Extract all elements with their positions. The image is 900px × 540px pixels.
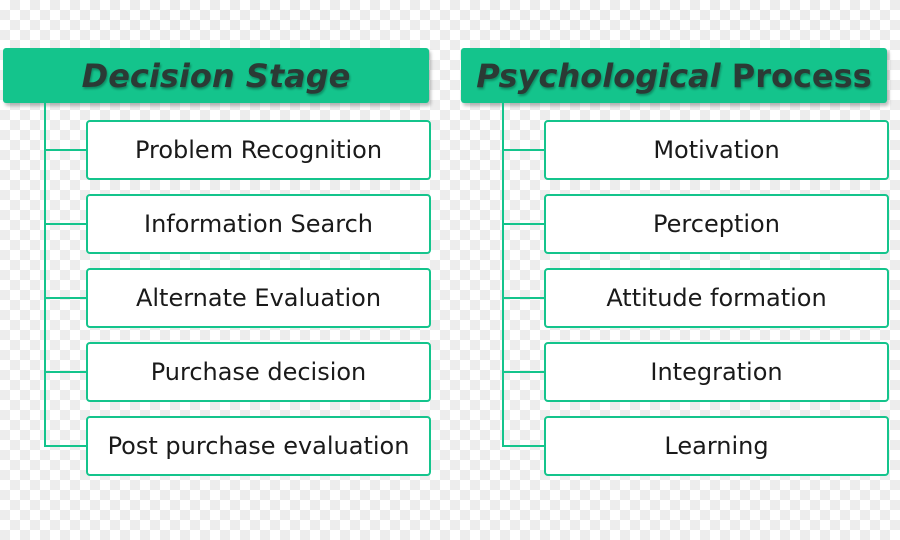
- stage-box-problem-recognition: Problem Recognition: [86, 120, 431, 180]
- connector-branch: [44, 223, 86, 225]
- process-box-perception: Perception: [544, 194, 889, 254]
- process-box-learning: Learning: [544, 416, 889, 476]
- stage-box-alternate-evaluation: Alternate Evaluation: [86, 268, 431, 328]
- header-word-2: Stage: [245, 56, 351, 95]
- connector-branch: [44, 297, 86, 299]
- process-box-motivation: Motivation: [544, 120, 889, 180]
- connector-branch: [502, 371, 544, 373]
- connector-branch: [44, 149, 86, 151]
- decision-stage-column: Decision Stage Problem Recognition Infor…: [0, 0, 440, 540]
- decision-stage-header: Decision Stage: [3, 48, 429, 103]
- connector-branch: [44, 371, 86, 373]
- connector-branch: [502, 445, 544, 447]
- header-word-2: Process: [731, 56, 872, 95]
- header-word-1: Psychological: [476, 56, 721, 95]
- connector-branch: [502, 149, 544, 151]
- stage-box-post-purchase-evaluation: Post purchase evaluation: [86, 416, 431, 476]
- header-word-1: Decision: [81, 56, 235, 95]
- psychological-process-column: Psychological Process Motivation Percept…: [458, 0, 898, 540]
- stage-box-purchase-decision: Purchase decision: [86, 342, 431, 402]
- connector-trunk: [44, 103, 46, 447]
- stage-box-information-search: Information Search: [86, 194, 431, 254]
- process-box-integration: Integration: [544, 342, 889, 402]
- process-box-attitude-formation: Attitude formation: [544, 268, 889, 328]
- connector-branch: [502, 223, 544, 225]
- connector-branch: [44, 445, 86, 447]
- psychological-process-header: Psychological Process: [461, 48, 887, 103]
- connector-trunk: [502, 103, 504, 447]
- connector-branch: [502, 297, 544, 299]
